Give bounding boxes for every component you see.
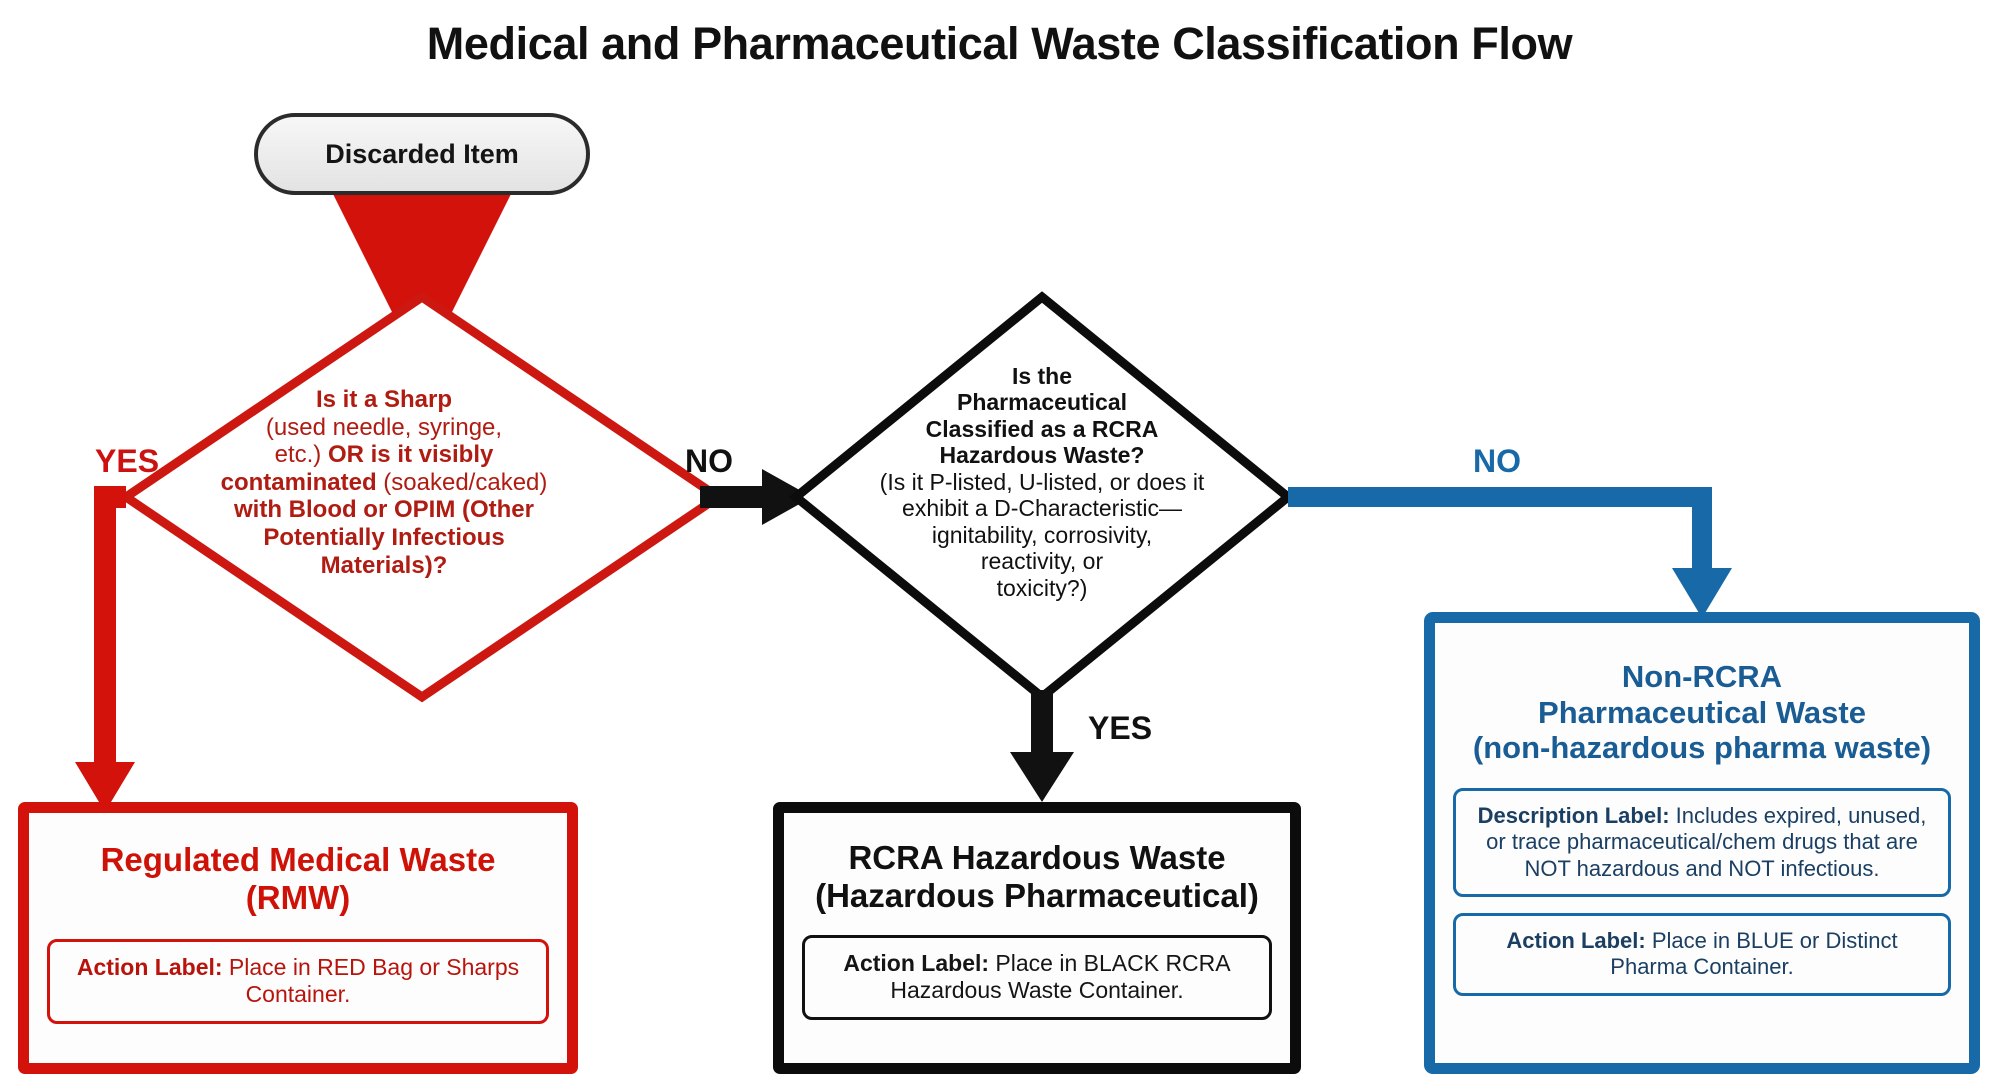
sharps-line-3b: OR is it visibly <box>327 441 494 469</box>
sharps-line-7: Materials)? <box>320 551 448 579</box>
outcome-nonrcra-action-label-text: Place in BLUE or Distinct Pharma Contain… <box>1610 928 1898 980</box>
outcome-rcra-action-label: Action Label: Place in BLACK RCRA Hazard… <box>802 934 1272 1021</box>
sharps-line-6: Potentially Infectious <box>263 523 505 551</box>
outcome-rmw-action-label-prefix: Action Label: <box>76 953 223 980</box>
sharps-line-3a: etc.) <box>274 441 328 469</box>
outcome-nonrcra-title-line-1: Non-RCRA <box>1621 659 1783 694</box>
outcome-nonrcra-action-label-prefix: Action Label: <box>1506 928 1646 954</box>
outcome-nonrcra-title: Non-RCRA Pharmaceutical Waste (non-hazar… <box>1453 659 1951 766</box>
rcra-detail-3: ignitability, corrosivity, <box>931 521 1153 548</box>
rcra-detail-1: (Is it P-listed, U-listed, or does it <box>879 468 1205 495</box>
outcome-nonrcra-description-label-text: Includes expired, unused, or trace pharm… <box>1486 802 1927 881</box>
rcra-heading-1: Is the <box>1011 363 1073 389</box>
outcome-rmw-title-line-2: (RMW) <box>245 878 351 916</box>
outcome-box-rcra-hazardous[interactable]: RCRA Hazardous Waste (Hazardous Pharmace… <box>773 802 1301 1074</box>
edge-sharps-no-to-rcra-decision <box>700 469 812 525</box>
outcome-rcra-action-label-prefix: Action Label: <box>843 949 990 976</box>
outcome-rmw-action-label-text: Place in RED Bag or Sharps Container. <box>222 953 520 1008</box>
sharps-line-4b: (soaked/caked) <box>383 468 548 496</box>
edge-rcra-yes-to-waste-box <box>1010 690 1074 802</box>
rcra-heading-2: Pharmaceutical <box>956 389 1128 416</box>
outcome-rcra-title-line-2: (Hazardous Pharmaceutical) <box>815 876 1259 914</box>
outcome-nonrcra-title-line-3: (non-hazardous pharma waste) <box>1472 730 1932 766</box>
outcome-rmw-title-line-1: Regulated Medical Waste <box>100 841 496 878</box>
start-node-label: Discarded Item <box>325 138 519 169</box>
edge-label-no-sharps: NO <box>685 443 733 479</box>
outcome-rmw-title: Regulated Medical Waste (RMW) <box>47 841 549 917</box>
rcra-detail-5: toxicity?) <box>996 574 1088 601</box>
outcome-rcra-title-line-1: RCRA Hazardous Waste <box>848 839 1226 876</box>
sharps-line-4a: contaminated <box>220 468 384 496</box>
edge-label-no-rcra: NO <box>1473 443 1521 479</box>
rcra-heading-3: Classified as a RCRA <box>925 415 1159 442</box>
edge-rcra-no-to-nonrcra <box>1288 487 1732 618</box>
sharps-line-5: with Blood or OPIM (Other <box>234 496 534 524</box>
rcra-detail-4: reactivity, or <box>980 548 1104 575</box>
outcome-nonrcra-description-label: Description Label: Includes expired, unu… <box>1453 787 1951 898</box>
edge-sharps-yes-to-rmw <box>75 486 135 812</box>
decision-sharps-diamond <box>117 291 727 703</box>
sharps-line-2: (used needle, syringe, <box>265 413 503 441</box>
sharps-line-1: Is it a Sharp <box>315 386 453 413</box>
outcome-box-rmw[interactable]: Regulated Medical Waste (RMW) Action Lab… <box>18 802 578 1074</box>
page-title: Medical and Pharmaceutical Waste Classif… <box>426 18 1573 69</box>
outcome-rmw-action-label: Action Label: Place in RED Bag or Sharps… <box>47 938 549 1025</box>
outcome-rcra-action-label-text: Place in BLACK RCRA Hazardous Waste Cont… <box>890 949 1231 1004</box>
decision-rcra-text: Is the Pharmaceutical Classified as a RC… <box>842 363 1242 601</box>
outcome-box-nonrcra[interactable]: Non-RCRA Pharmaceutical Waste (non-hazar… <box>1424 612 1980 1074</box>
outcome-rcra-title: RCRA Hazardous Waste (Hazardous Pharmace… <box>802 839 1272 915</box>
outcome-nonrcra-description-label-prefix: Description Label: <box>1477 802 1670 828</box>
outcome-nonrcra-title-line-2: Pharmaceutical Waste <box>1538 694 1866 730</box>
edge-label-yes-rcra: YES <box>1088 710 1153 746</box>
rcra-detail-2: exhibit a D-Characteristic— <box>902 495 1182 522</box>
edge-label-yes-sharps: YES <box>95 443 160 479</box>
rcra-heading-4: Hazardous Waste? <box>939 442 1145 469</box>
outcome-nonrcra-action-label: Action Label: Place in BLUE or Distinct … <box>1453 913 1951 996</box>
decision-sharps-text: Is it a Sharp (used needle, syringe, etc… <box>194 386 574 579</box>
start-node-discarded-item[interactable]: Discarded Item <box>254 113 590 195</box>
